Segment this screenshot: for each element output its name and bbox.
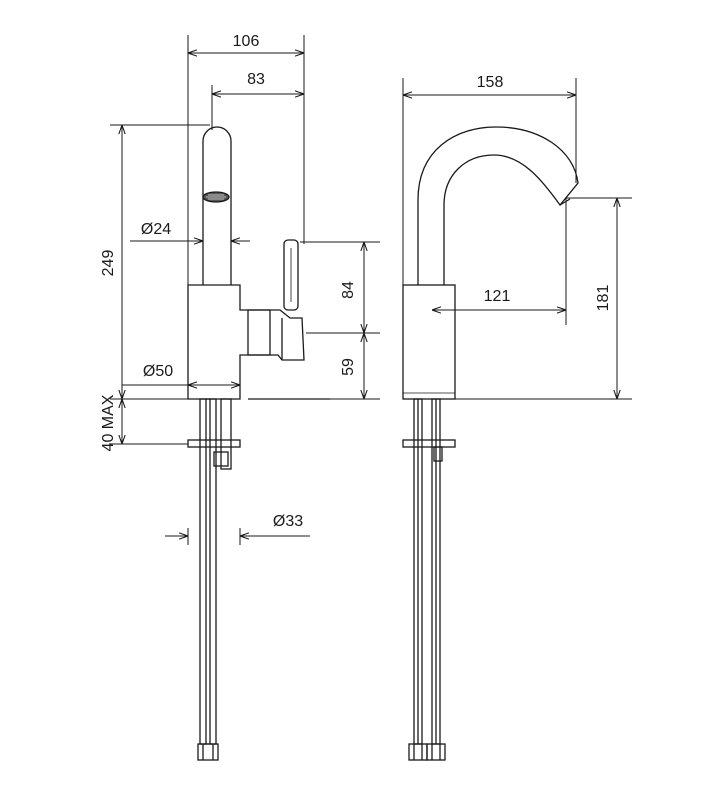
mounting-plate — [187, 439, 241, 448]
front-mounting-plate — [402, 439, 456, 448]
front-dimensions — [402, 78, 632, 400]
dim-shank-diameter: Ø33 — [273, 513, 303, 530]
dim-overall-width: 158 — [477, 74, 504, 91]
front-hose-nuts — [408, 743, 446, 761]
dim-spout-height: 249 — [100, 250, 117, 277]
supply-tubes — [199, 398, 232, 745]
dim-body-diameter: Ø50 — [143, 363, 173, 380]
aerator — [202, 191, 230, 203]
front-view — [402, 126, 579, 761]
dim-body-height: 59 — [340, 358, 357, 376]
dim-spout-diameter: Ø24 — [141, 221, 171, 238]
faucet-body — [187, 284, 271, 400]
front-body — [402, 284, 456, 400]
hose-nut — [197, 743, 219, 761]
front-supply-tubes — [413, 398, 441, 745]
dim-spout-reach: 83 — [247, 71, 265, 88]
dim-outlet-height: 181 — [595, 285, 612, 312]
dim-outlet-offset: 121 — [484, 288, 511, 305]
lever-handle — [283, 239, 299, 311]
dim-lever-height: 84 — [340, 281, 357, 299]
side-view — [187, 126, 330, 761]
spout-column — [202, 126, 232, 285]
side-dimensions — [110, 35, 380, 545]
lever-mount — [247, 309, 305, 361]
dim-max-deck-thickness: 40 MAX — [100, 394, 117, 451]
dim-overall-depth: 106 — [233, 33, 260, 50]
gooseneck-spout — [417, 126, 579, 285]
